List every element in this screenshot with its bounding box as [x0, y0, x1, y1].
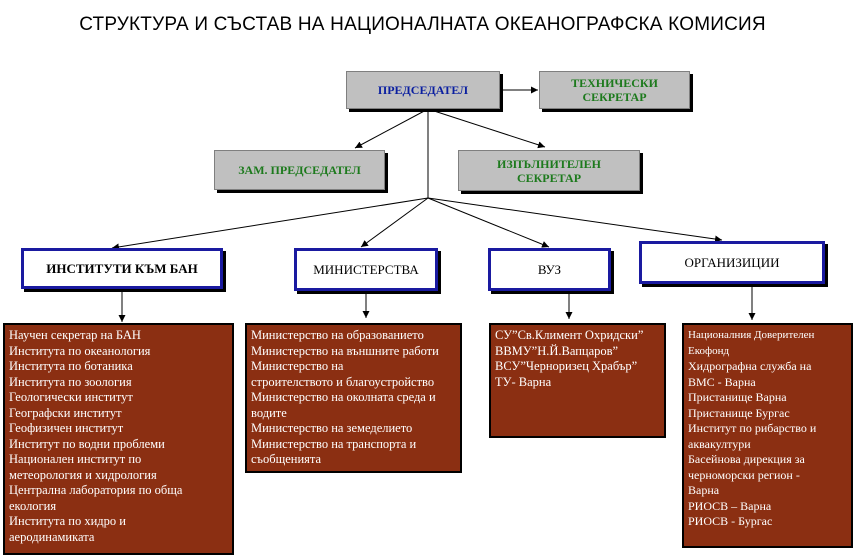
- arrow-to-universities: [427, 197, 550, 248]
- list-item: черноморски регион -: [688, 467, 800, 482]
- list-item: ВСУ”Черноризец Храбър”: [495, 359, 638, 373]
- exec-secretary-label-line1: ИЗПЪЛНИТЕЛЕН: [497, 156, 601, 171]
- tech-secretary-label-line1: ТЕХНИЧЕСКИ: [571, 76, 658, 90]
- list-item: Министерство на земеделието: [251, 421, 413, 435]
- page-title: СТРУКТУРА И СЪСТАВ НА НАЦИОНАЛНАТА ОКЕАН…: [79, 14, 766, 35]
- ministries-header: МИНИСТЕРСТВА: [294, 248, 438, 291]
- list-item: Института по ботаника: [9, 359, 133, 373]
- list-item: аеродинамиката: [9, 529, 95, 544]
- list-item: РИОСВ - Бургас: [688, 514, 773, 528]
- list-item: ВМС - Варна: [688, 374, 756, 389]
- chairman-label: ПРЕДСЕДАТЕЛ: [377, 83, 469, 97]
- list-item: Хидрографна служба на: [688, 359, 812, 373]
- list-item: метеорология и хидрология: [9, 467, 157, 482]
- list-item: СУ”Св.Климент Охридски”: [495, 328, 644, 342]
- ministries-header-label: МИНИСТЕРСТВА: [313, 261, 419, 277]
- list-item: Министерство на външните работи: [251, 343, 439, 358]
- organizations-list: Националния Доверителен Екофонд Хидрогра…: [682, 323, 853, 548]
- arrow-to-ministries: [360, 197, 429, 248]
- exec-secretary-box: ИЗПЪЛНИТЕЛЕН СЕКРЕТАР: [458, 150, 640, 191]
- list-item: Варна: [688, 483, 720, 497]
- list-item: водите: [251, 405, 287, 420]
- list-item: Геофизичен институт: [9, 421, 124, 435]
- list-item: Института по океанология: [9, 343, 151, 358]
- organizations-header-label: ОРГАНИЗИЦИИ: [684, 254, 780, 270]
- list-item: РИОСВ – Варна: [688, 498, 772, 513]
- tech-secretary-box: ТЕХНИЧЕСКИ СЕКРЕТАР: [539, 71, 690, 109]
- organizations-header: ОРГАНИЗИЦИИ: [639, 241, 825, 284]
- institutes-header-label: ИНСТИТУТИ КЪМ БАН: [46, 260, 198, 276]
- list-item: Институт по рибарство и: [688, 421, 817, 435]
- list-item: Централна лаборатория по обща: [9, 483, 183, 497]
- exec-secretary-label-line2: СЕКРЕТАР: [516, 170, 582, 185]
- list-item: Институт по водни проблеми: [9, 436, 165, 451]
- list-item: Министерство на образованието: [251, 328, 424, 342]
- list-item: съобщенията: [251, 452, 322, 466]
- universities-list: СУ”Св.Климент Охридски” ВВМУ”Н.Й.Вапцаро…: [489, 323, 666, 438]
- deputy-chairman-box: ЗАМ. ПРЕДСЕДАТЕЛ: [214, 150, 385, 190]
- arrow-to-exec-secretary: [427, 108, 546, 149]
- list-item: Геологически институт: [9, 390, 133, 404]
- list-item: Пристанище Варна: [688, 390, 787, 404]
- list-item: екология: [9, 498, 57, 513]
- list-item: Института по зоология: [9, 374, 132, 389]
- universities-header-label: ВУЗ: [537, 261, 562, 277]
- chairman-box: ПРЕДСЕДАТЕЛ: [346, 71, 500, 109]
- arrow-to-deputy: [354, 108, 429, 149]
- list-item: Екофонд: [688, 344, 730, 357]
- institutes-header: ИНСТИТУТИ КЪМ БАН: [21, 248, 223, 289]
- list-item: Министерство на: [251, 359, 344, 373]
- list-item: Географски институт: [9, 405, 122, 420]
- ministries-list: Министерство на образованието Министерст…: [245, 323, 462, 473]
- deputy-chairman-label: ЗАМ. ПРЕДСЕДАТЕЛ: [238, 163, 361, 177]
- arrow-to-organizations: [427, 197, 723, 243]
- tech-secretary-label-line2: СЕКРЕТАР: [582, 90, 647, 104]
- list-item: Националния Доверителен: [688, 329, 815, 341]
- universities-header: ВУЗ: [488, 248, 611, 291]
- list-item: Басейнова дирекция за: [688, 452, 805, 466]
- arrow-to-institutes: [111, 197, 429, 251]
- list-item: Министерство на околната среда и: [251, 390, 436, 404]
- institutes-list: Научен секретар на БАН Института по океа…: [3, 323, 234, 555]
- list-item: Пристанище Бургас: [688, 405, 790, 420]
- list-item: ВВМУ”Н.Й.Вапцаров”: [495, 343, 619, 358]
- list-item: строителството и благоустройство: [251, 374, 435, 389]
- list-item: Министерство на транспорта и: [251, 436, 417, 451]
- list-item: Научен секретар на БАН: [9, 328, 141, 342]
- list-item: аквакултури: [688, 436, 751, 451]
- list-item: ТУ- Варна: [495, 374, 552, 389]
- list-item: Института по хидро и: [9, 514, 126, 528]
- list-item: Национален институт по: [9, 452, 142, 466]
